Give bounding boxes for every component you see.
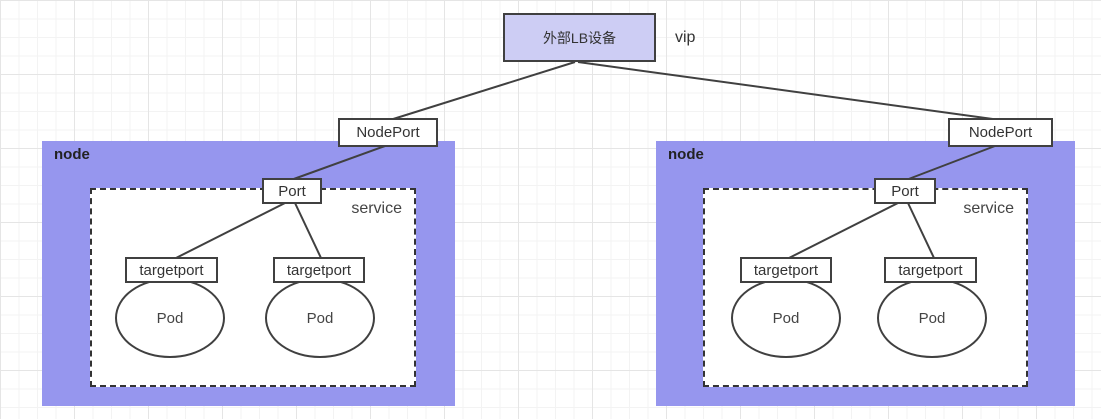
targetport-label: targetport [898,261,963,279]
external-lb-box: 外部LB设备 [503,13,656,62]
pod-ellipse: Pod [731,278,841,358]
edge-nodeport-to-port-left [290,145,386,181]
node-label: node [668,146,704,163]
pod-ellipse: Pod [115,278,225,358]
pod-label: Pod [306,309,334,327]
targetport-label: targetport [753,261,819,279]
edge-lb-to-nodeport-left [389,61,576,121]
edge-port-to-targetport-right2 [907,202,935,259]
port-label: Port [891,182,919,200]
targetport-box: targetport [884,257,977,283]
pod-ellipse: Pod [265,278,375,358]
pod-ellipse: Pod [877,278,987,358]
edge-nodeport-to-port-right [905,145,996,181]
external-lb-label: 外部LB设备 [542,29,617,46]
edge-port-to-targetport-right1 [788,202,899,259]
port-label: Port [278,182,306,200]
nodeport-box-left: NodePort [338,118,438,147]
service-label: service [963,200,1014,217]
edge-port-to-targetport-left2 [294,202,322,259]
nodeport-box-right: NodePort [948,118,1053,147]
port-box-left: Port [262,178,322,204]
pod-label: Pod [918,309,946,327]
nodeport-label: NodePort [968,124,1033,141]
targetport-box: targetport [740,257,832,283]
pod-label: Pod [772,309,800,327]
edge-lb-to-nodeport-right [577,61,1001,121]
edge-port-to-targetport-left1 [175,202,286,259]
targetport-label: targetport [139,261,204,279]
targetport-label: targetport [286,261,352,279]
targetport-box: targetport [273,257,365,283]
vip-label: vip [675,29,696,46]
targetport-box: targetport [125,257,218,283]
port-box-right: Port [874,178,936,204]
node-label: node [54,146,90,163]
pod-label: Pod [156,309,184,327]
nodeport-label: NodePort [356,124,420,141]
service-label: service [351,200,402,217]
